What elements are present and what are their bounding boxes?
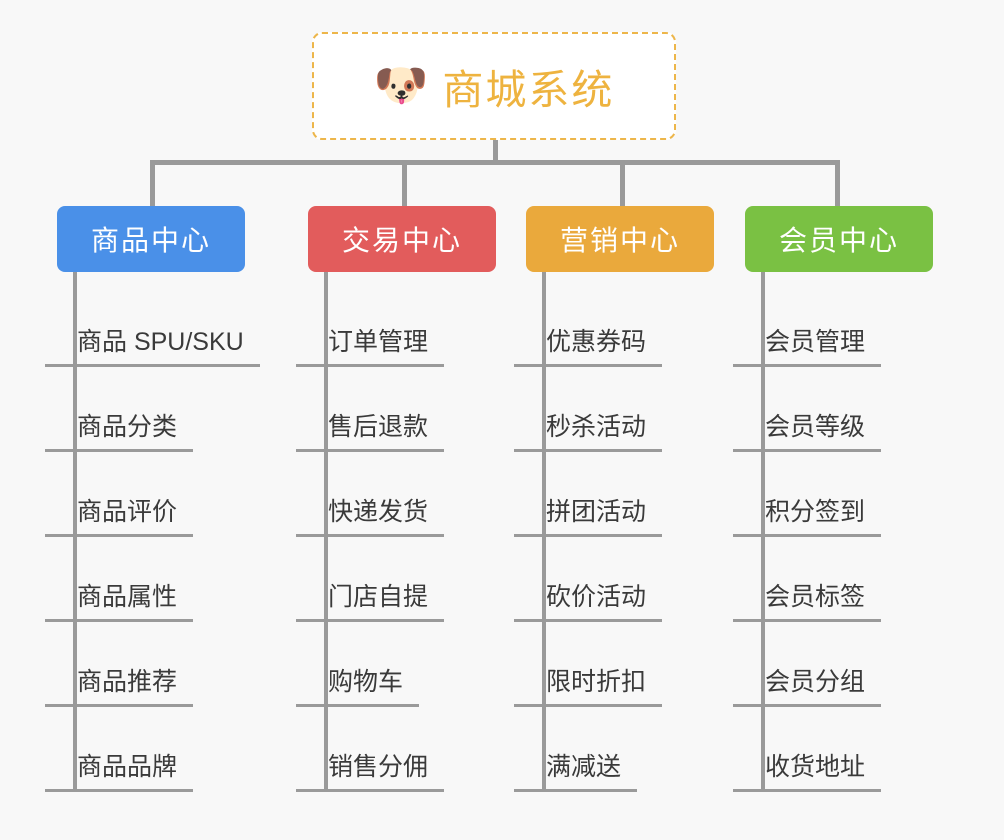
category-title: 交易中心	[341, 225, 462, 256]
list-item[interactable]: 会员标签	[733, 537, 985, 622]
list-item[interactable]: 会员分组	[733, 622, 985, 707]
connector-stem	[493, 140, 498, 164]
item-label: 秒杀活动	[514, 407, 663, 452]
item-label: 订单管理	[296, 322, 445, 367]
item-label: 砍价活动	[514, 577, 663, 622]
list-item[interactable]: 积分签到	[733, 452, 985, 537]
shiba-inu-face-icon: 🐶	[373, 61, 429, 110]
root-title: 商城系统	[442, 67, 615, 113]
category-item-list: 商品 SPU/SKU 商品分类 商品评价 商品属性 商品推荐 商品品牌	[45, 272, 297, 792]
category-item-list: 订单管理 售后退款 快递发货 门店自提 购物车 销售分佣	[296, 272, 548, 792]
list-item[interactable]: 购物车	[296, 622, 548, 707]
item-label: 会员分组	[733, 662, 882, 707]
item-label: 优惠券码	[514, 322, 663, 367]
item-label: 商品分类	[45, 407, 194, 452]
item-label: 限时折扣	[514, 662, 663, 707]
list-item[interactable]: 会员管理	[733, 282, 985, 367]
item-label: 快递发货	[296, 492, 445, 537]
category-title: 营销中心	[559, 225, 680, 256]
category-header-trade[interactable]: 交易中心	[308, 206, 496, 272]
list-item[interactable]: 商品 SPU/SKU	[45, 282, 297, 367]
item-label: 商品评价	[45, 492, 194, 537]
item-label: 商品品牌	[45, 747, 194, 792]
list-item[interactable]: 商品分类	[45, 367, 297, 452]
item-label: 售后退款	[296, 407, 445, 452]
list-item[interactable]: 销售分佣	[296, 707, 548, 792]
connector-drop-3	[835, 163, 840, 208]
list-item[interactable]: 售后退款	[296, 367, 548, 452]
list-item[interactable]: 门店自提	[296, 537, 548, 622]
item-label: 销售分佣	[296, 747, 445, 792]
category-header-product[interactable]: 商品中心	[57, 206, 245, 272]
list-item[interactable]: 秒杀活动	[514, 367, 766, 452]
category-item-list: 优惠券码 秒杀活动 拼团活动 砍价活动 限时折扣 满减送	[514, 272, 766, 792]
item-label: 会员等级	[733, 407, 882, 452]
item-label: 会员管理	[733, 322, 882, 367]
item-label: 满减送	[514, 747, 638, 792]
item-label: 积分签到	[733, 492, 882, 537]
list-item[interactable]: 砍价活动	[514, 537, 766, 622]
list-item[interactable]: 商品推荐	[45, 622, 297, 707]
list-item[interactable]: 快递发货	[296, 452, 548, 537]
category-header-marketing[interactable]: 营销中心	[526, 206, 714, 272]
item-label: 商品推荐	[45, 662, 194, 707]
connector-drop-2	[620, 163, 625, 208]
list-item[interactable]: 拼团活动	[514, 452, 766, 537]
item-label: 商品属性	[45, 577, 194, 622]
list-item[interactable]: 商品评价	[45, 452, 297, 537]
category-column-marketing: 营销中心 优惠券码 秒杀活动 拼团活动 砍价活动 限时折扣 满减送	[514, 206, 766, 792]
item-label: 商品 SPU/SKU	[45, 322, 260, 367]
list-item[interactable]: 商品品牌	[45, 707, 297, 792]
list-item[interactable]: 限时折扣	[514, 622, 766, 707]
connector-bus	[150, 160, 840, 165]
category-column-product: 商品中心 商品 SPU/SKU 商品分类 商品评价 商品属性 商品推荐 商品品牌	[45, 206, 297, 792]
list-item[interactable]: 优惠券码	[514, 282, 766, 367]
category-title: 商品中心	[90, 225, 211, 256]
connector-drop-0	[150, 163, 155, 208]
category-column-trade: 交易中心 订单管理 售后退款 快递发货 门店自提 购物车 销售分佣	[296, 206, 548, 792]
list-item[interactable]: 会员等级	[733, 367, 985, 452]
category-title: 会员中心	[778, 225, 899, 256]
connector-drop-1	[402, 163, 407, 208]
root-node[interactable]: 🐶 商城系统	[312, 32, 676, 140]
list-item[interactable]: 满减送	[514, 707, 766, 792]
list-item[interactable]: 订单管理	[296, 282, 548, 367]
item-label: 收货地址	[733, 747, 882, 792]
category-item-list: 会员管理 会员等级 积分签到 会员标签 会员分组 收货地址	[733, 272, 985, 792]
item-label: 门店自提	[296, 577, 445, 622]
list-item[interactable]: 收货地址	[733, 707, 985, 792]
category-header-member[interactable]: 会员中心	[745, 206, 933, 272]
list-item[interactable]: 商品属性	[45, 537, 297, 622]
item-label: 会员标签	[733, 577, 882, 622]
category-column-member: 会员中心 会员管理 会员等级 积分签到 会员标签 会员分组 收货地址	[733, 206, 985, 792]
item-label: 拼团活动	[514, 492, 663, 537]
item-label: 购物车	[296, 662, 420, 707]
